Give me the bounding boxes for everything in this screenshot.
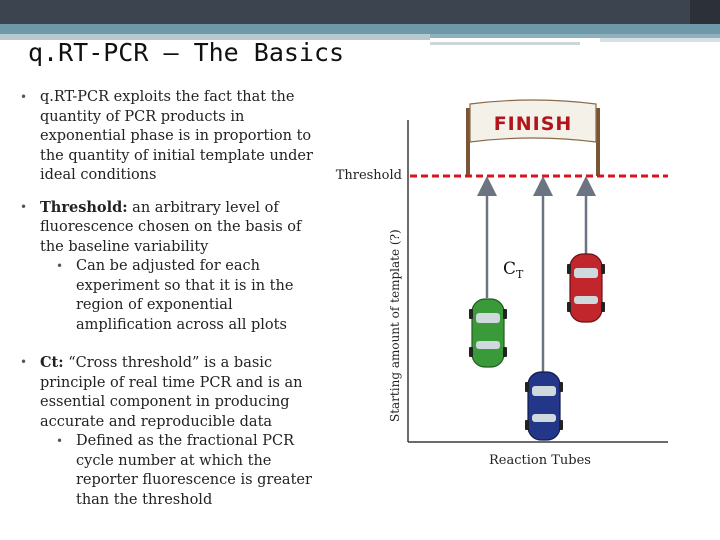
header-accent-stripe-mid [430,34,720,38]
header-accent-stripe-right [600,38,720,42]
bullet-threshold: Threshold: an arbitrary level of fluores… [18,198,328,258]
header-bar-corner [690,0,720,24]
threshold-term: Threshold: [40,198,128,216]
slide-title: q.RT-PCR – The Basics [28,38,345,67]
sub-bullet-threshold-adjust: Can be adjusted for each experiment so t… [18,257,328,335]
ct-term: Ct: [40,354,64,371]
header-bar [0,0,720,24]
green-car-icon [469,298,507,368]
header-accent-stripe [0,24,720,34]
header-accent-stripe-light [0,34,430,40]
header-accent-stripe-thin [430,42,580,45]
threshold-label: Threshold [336,168,402,183]
red-car-icon [567,253,605,323]
bullet-list: q.RT-PCR exploits the fact that the quan… [18,88,328,510]
bullet-exponential-phase: q.RT-PCR exploits the fact that the quan… [18,88,328,186]
ct-definition: “Cross threshold” is a basic principle o… [40,355,303,430]
threshold-definition: an arbitrary level of fluorescence chose… [40,199,302,255]
y-axis-label: Starting amount of template (?) [388,229,402,422]
bullet-ct: Ct: “Cross threshold” is a basic princip… [18,353,328,432]
blue-car-icon [525,371,563,441]
sub-bullet-ct-definition: Defined as the fractional PCR cycle numb… [18,432,328,510]
finish-banner-text: FINISH [494,113,573,135]
x-axis-label: Reaction Tubes [489,453,591,468]
finish-banner: FINISH [466,99,600,176]
ct-label: CT [503,259,524,281]
